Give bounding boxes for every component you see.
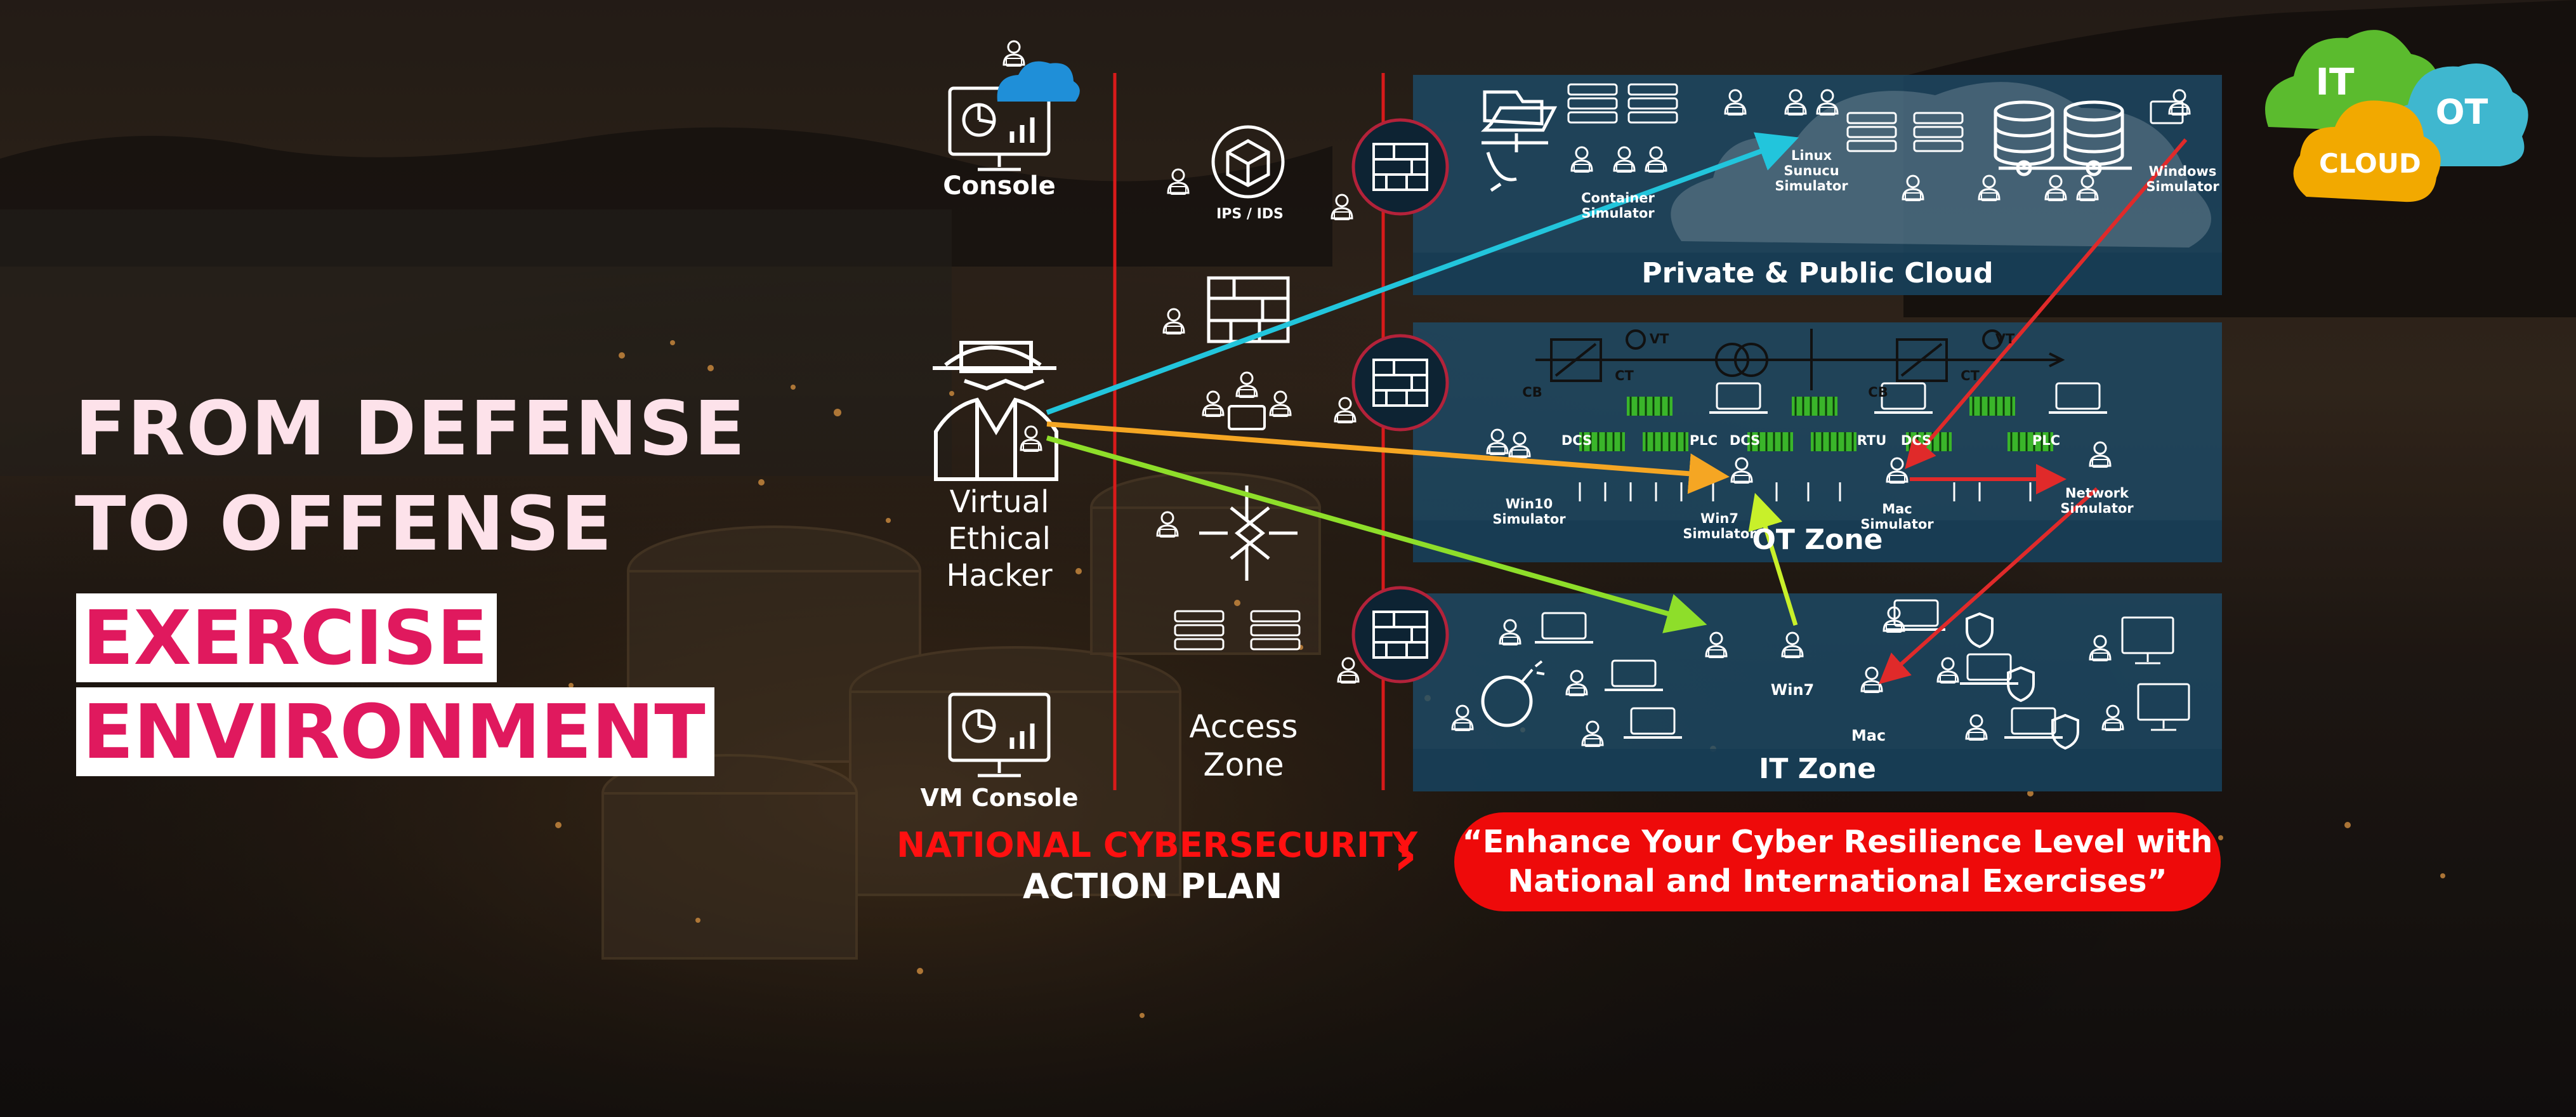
it-win7-label: Win7 [1770, 681, 1815, 699]
cb-label-1: CB [1522, 385, 1542, 400]
win7-ot-simulator-label: Win7 Simulator [1683, 511, 1756, 541]
dcs-label-3: DCS [1900, 433, 1932, 448]
vt-label-1: VT [1649, 331, 1669, 347]
plan-line-1: NATIONAL CYBERSECURITY [897, 825, 1418, 865]
arrow-network-to-it-mac [1879, 487, 2099, 685]
headline-line-1: FROM DEFENSE [75, 385, 747, 472]
it-mac-label: Mac [1851, 727, 1886, 744]
plc-label-2: PLC [2032, 433, 2061, 448]
quote-banner: “Enhance Your Cyber Resilience Level wit… [1454, 812, 2221, 911]
arrow-windows-to-mac [1905, 138, 2188, 470]
rtu-label: RTU [1856, 433, 1887, 448]
arrow-to-it-win7 [1046, 435, 1707, 633]
vm-console-label: VM Console [920, 784, 1079, 812]
badge-it: IT [2315, 60, 2355, 103]
mac-simulator-label: Mac Simulator [1860, 501, 1934, 532]
dcs-label-1: DCS [1561, 433, 1593, 448]
ct-label-2: CT [1961, 368, 1980, 383]
ot-firewall-icon [1353, 336, 1447, 430]
badge-cloud: CLOUD [2319, 148, 2421, 179]
environment-box: ENVIRONMENT [76, 687, 714, 776]
ips-ids-label: IPS / IDS [1216, 206, 1284, 222]
windows-simulator-label: Windows Simulator [2146, 164, 2219, 194]
cloud-zone-title: Private & Public Cloud [1641, 257, 1994, 289]
virtual-ethical-hacker-label: Virtual Ethical Hacker [946, 484, 1053, 593]
headline-line-2: TO OFFENSE [75, 480, 614, 567]
access-zone-label: Access Zone [1189, 708, 1298, 783]
linux-simulator-label: Linux Sunucu Simulator [1775, 148, 1848, 194]
console-label: Console [943, 171, 1056, 201]
win10-simulator-label: Win10 Simulator [1492, 496, 1566, 527]
ct-label-1: CT [1615, 368, 1634, 383]
ot-zone-title: OT Zone [1752, 524, 1883, 556]
network-simulator-label: Network Simulator [2060, 486, 2134, 516]
dcs-label-2: DCS [1729, 433, 1761, 448]
it-zone-title: IT Zone [1758, 753, 1876, 785]
arrow-it-to-ot-win7 [1748, 492, 1798, 626]
cb-label-2: CB [1868, 385, 1888, 400]
arrow-to-win7-ot-simulator [1046, 421, 1730, 494]
exercise-box: EXERCISE [76, 593, 497, 682]
container-simulator-label: Container Simulator [1581, 190, 1655, 221]
quote-line-1: “Enhance Your Cyber Resilience Level wit… [1462, 824, 2213, 860]
headline: FROM DEFENSE TO OFFENSE [75, 381, 746, 571]
plan-line-2: ACTION PLAN [1023, 866, 1283, 906]
it-firewall-icon [1353, 588, 1447, 682]
quote-line-2: National and International Exercises” [1508, 863, 2167, 899]
vt-label-2: VT [1995, 331, 2015, 347]
chevron-right-icon: › [1393, 819, 1418, 890]
badge-ot: OT [2435, 92, 2488, 132]
arrow-to-linux-simulator [1046, 132, 1799, 415]
cloud-firewall-icon [1353, 120, 1447, 214]
plc-label-1: PLC [1689, 433, 1718, 448]
